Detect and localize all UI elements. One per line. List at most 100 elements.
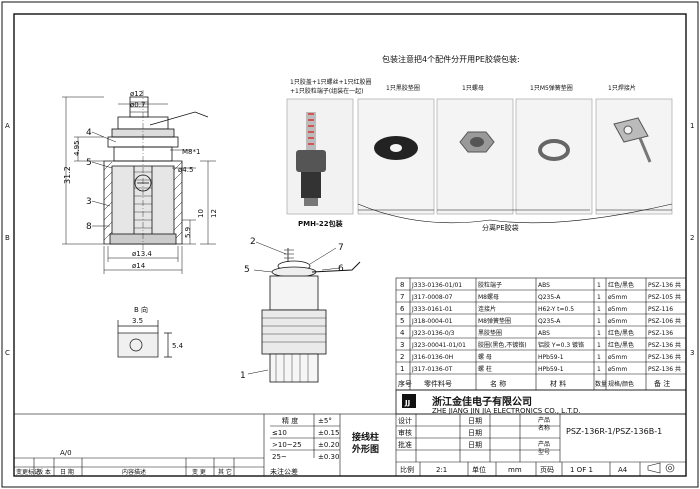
drawing-name-line2: 外形图 [351, 443, 379, 455]
bom-cell-note: PSZ-136 [648, 330, 673, 337]
zone-mark-r1: 1 [690, 122, 694, 130]
tol-r1-val: ±0.15 [318, 429, 339, 437]
drawing-name-line1: 接线柱 [352, 431, 379, 443]
tb-approve: 批准 [398, 440, 412, 449]
tol-r1-range: ≤10 [272, 429, 287, 437]
label-part1-line1: 1只胶盖+1只螺丝+1只红胶圈 [290, 78, 372, 86]
tb-product-name-2: 名称 [538, 424, 550, 432]
bom-cell-no: 7 [400, 293, 404, 301]
callout-leaders [91, 131, 117, 227]
bom-cell-name: M8螺母 [478, 293, 499, 301]
dim-h10: 10 [197, 209, 205, 218]
tb-date-2: 日期 [468, 429, 482, 437]
tb-unit: mm [508, 466, 522, 474]
bom-cell-color: 红色/黑色 [608, 281, 634, 289]
tb-scale: 2:1 [436, 466, 447, 474]
bom-cell-name: 螺 柱 [478, 365, 492, 373]
bom-cell-name: 螺 母 [478, 353, 492, 361]
bom-cell-no: 3 [400, 341, 404, 349]
section-view [103, 90, 209, 252]
dim-m8: M8*1 [182, 148, 200, 156]
b-view [117, 320, 172, 358]
callout-3: 3 [86, 197, 92, 207]
bom-cell-note: PSZ-136 共 [648, 281, 681, 289]
bom-cell-note: PSZ-116 [648, 306, 673, 313]
dim-d12: ø12 [130, 90, 143, 98]
bom-cell-note: PSZ-136 共 [648, 341, 681, 349]
dim-d134: ø13.4 [132, 250, 152, 258]
zone-mark-r3: 3 [690, 349, 694, 357]
bom-h-qty: 数量 [595, 380, 607, 388]
dim-h59: 5.9 [184, 227, 192, 238]
bom-cell-mat: HPb59-1 [538, 354, 564, 361]
company-name-en: ZHE JIANG JIN JIA ELECTRONICS CO., L.T.D… [432, 407, 581, 415]
tb-date-3: 日期 [468, 441, 482, 449]
bom-cell-name: 黑胶垫圈 [478, 329, 502, 337]
photo-part2 [357, 98, 435, 215]
bom-cell-mat: ABS [538, 330, 550, 337]
drawing-number: PSZ-136R-1/PSZ-136B-1 [566, 427, 662, 436]
bom-cell-name: 胶粒端子 [478, 281, 502, 289]
callout-8: 8 [86, 222, 92, 232]
bom-cell-note: PSZ-106 共 [648, 317, 681, 325]
bom-cell-mat: Q235-A [538, 294, 561, 301]
company-name-cn: 浙江金佳电子有限公司 [432, 395, 532, 408]
bom-cell-part: J323-00041-01/01 [411, 342, 466, 349]
exterior-leaders [247, 241, 341, 375]
label-pe-bag: PMH-22包装 [298, 219, 343, 228]
bom-cell-part: J317-0136-0T [411, 366, 453, 373]
tol-top: ±5° [318, 417, 332, 425]
exterior-view [261, 248, 361, 383]
bom-cell-part: J323-0136-0/3 [411, 330, 455, 337]
bom-cell-qty: 1 [597, 342, 601, 349]
bom-cell-color: ø5mm [608, 366, 627, 373]
bom-cell-mat: HPb59-1 [538, 366, 564, 373]
dim-d45: ø4.5 [178, 166, 193, 174]
bom-cell-note: PSZ-105 共 [648, 293, 681, 301]
bom-cell-color: ø5mm [608, 354, 627, 361]
bom-cell-qty: 1 [597, 354, 601, 361]
label-part4: 1只M5弹簧垫圈 [530, 84, 573, 92]
dim-d07: ø0.7 [130, 101, 145, 109]
callout-2: 2 [250, 237, 256, 247]
zone-mark-b: B [5, 234, 10, 242]
bom-cell-no: 2 [400, 353, 404, 361]
tb-size: A4 [618, 466, 628, 474]
rev-h3: 日 期 [60, 468, 74, 476]
dim-d14: ø14 [132, 262, 146, 270]
dim-h495: 4.95 [73, 140, 81, 156]
callout-1: 1 [240, 371, 246, 381]
bom-cell-color: ø5mm [608, 294, 627, 301]
rev-h1: 变更标记 [16, 468, 40, 476]
projection-symbol-icon [647, 462, 675, 474]
bom-cell-note: PSZ-136 共 [648, 353, 681, 361]
tb-design: 设计 [398, 416, 412, 425]
bom-cell-qty: 1 [597, 330, 601, 337]
rev-h7: 未注公差 [270, 467, 298, 476]
callout-5a: 5 [86, 158, 92, 168]
rev-h2: 版 本 [37, 468, 51, 476]
tb-date-1: 日期 [468, 417, 482, 425]
bom-header: 序号 零件料号 名 称 材 料 数量 规格/颜色 备 注 [398, 379, 670, 388]
dim-h12: 12 [210, 209, 218, 218]
tol-r2-val: ±0.20 [318, 441, 339, 449]
bom-cell-name: M8弹簧垫圈 [478, 317, 511, 325]
bom-h-no: 序号 [398, 379, 412, 388]
rev-h4: 内容描述 [122, 468, 146, 476]
bom-cell-qty: 1 [597, 294, 601, 301]
bom-table [395, 277, 687, 391]
label-part1-line2: +1只胶粒端子(组装在一起) [290, 87, 364, 95]
bom-cell-mat: H62-Y t=0.5 [538, 306, 574, 313]
bom-cell-part: J333-0136-01/01 [411, 282, 462, 289]
bom-cell-qty: 1 [597, 306, 601, 313]
photo-part4 [515, 98, 593, 215]
zone-mark-c: C [5, 349, 10, 357]
bom-h-color: 规格/颜色 [608, 380, 634, 388]
b-view-label: B 向 [134, 305, 148, 314]
bom-cell-part: J317-0008-07 [411, 294, 453, 301]
tb-product-no-1: 产品 [538, 440, 550, 448]
bom-cell-mat: 铝胶 Y=0.3 镀铬 [538, 341, 584, 349]
rev-h6: 其 它 [218, 468, 232, 476]
